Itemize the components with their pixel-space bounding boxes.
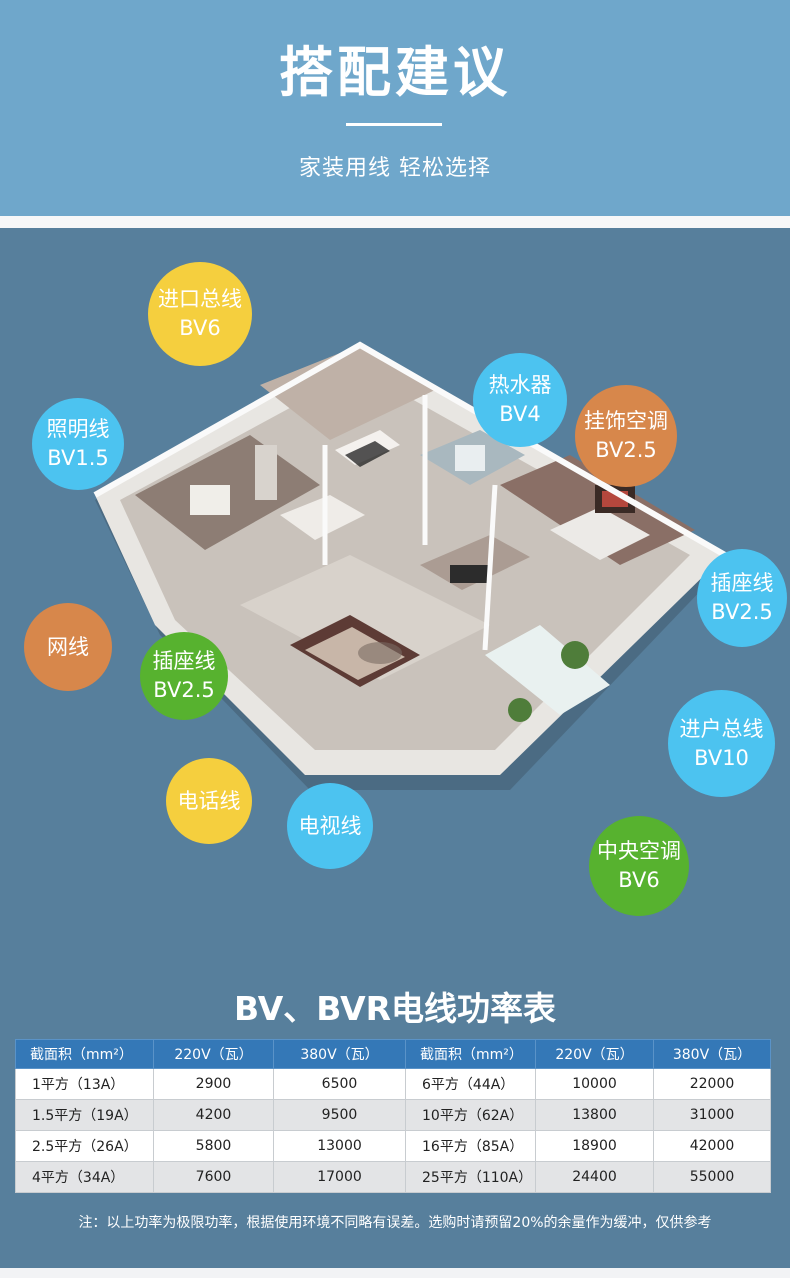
- bubble-household-main-spec: BV10: [694, 745, 749, 770]
- table-header-row: 截面积（mm²） 220V（瓦） 380V（瓦） 截面积（mm²） 220V（瓦…: [15, 1039, 771, 1069]
- bubble-socket-left-spec: BV2.5: [153, 678, 215, 702]
- table-cell: 4平方（34A）: [15, 1161, 154, 1193]
- table-row: 4平方（34A） 7600 17000 25平方（110A） 24400 550…: [15, 1161, 771, 1193]
- table-cell: 18900: [535, 1130, 654, 1162]
- table-cell: 42000: [653, 1130, 771, 1162]
- table-cell: 2900: [153, 1068, 274, 1100]
- bottom-strip: [0, 1268, 790, 1278]
- table-cell: 1平方（13A）: [15, 1068, 154, 1100]
- bubble-entry-main-label: 进口总线: [158, 287, 242, 311]
- table-row: 2.5平方（26A） 5800 13000 16平方（85A） 18900 42…: [15, 1130, 771, 1162]
- table-cell: 17000: [273, 1161, 406, 1193]
- bubble-water-heater: 热水器 BV4: [473, 353, 567, 447]
- table-cell: 2.5平方（26A）: [15, 1130, 154, 1162]
- bubble-socket-right-label: 插座线: [710, 571, 774, 595]
- bubble-central-ac-spec: BV6: [618, 868, 660, 892]
- bubble-network: 网线: [24, 603, 112, 691]
- title-divider: [346, 123, 442, 126]
- bubble-central-ac-label: 中央空调: [597, 839, 681, 863]
- table-cell: 31000: [653, 1099, 771, 1131]
- header-cross-section-2: 截面积（mm²）: [405, 1039, 536, 1069]
- table-cell: 6平方（44A）: [405, 1068, 536, 1100]
- header-380v-2: 380V（瓦）: [653, 1039, 771, 1069]
- table-cell: 16平方（85A）: [405, 1130, 536, 1162]
- bubble-wall-ac-label: 挂饰空调: [584, 409, 668, 433]
- table-cell: 22000: [653, 1068, 771, 1100]
- header-220v-1: 220V（瓦）: [153, 1039, 274, 1069]
- bubble-water-heater-spec: BV4: [499, 402, 541, 426]
- table-cell: 7600: [153, 1161, 274, 1193]
- table-cell: 24400: [535, 1161, 654, 1193]
- table-cell: 10平方（62A）: [405, 1099, 536, 1131]
- bubble-tv: 电视线: [287, 783, 373, 869]
- bubble-lighting-spec: BV1.5: [47, 446, 109, 470]
- table-cell: 4200: [153, 1099, 274, 1131]
- power-table-title: BV、BVR电线功率表: [233, 989, 557, 1028]
- bubble-wall-ac-spec: BV2.5: [595, 438, 657, 462]
- table-cell: 5800: [153, 1130, 274, 1162]
- table-cell: 6500: [273, 1068, 406, 1100]
- bubble-wall-ac: 挂饰空调 BV2.5: [575, 385, 677, 487]
- bubble-household-main: 进户总线 BV10: [668, 690, 775, 797]
- header-380v-1: 380V（瓦）: [273, 1039, 406, 1069]
- table-row: 1.5平方（19A） 4200 9500 10平方（62A） 13800 310…: [15, 1099, 771, 1131]
- section-gap: [0, 216, 790, 228]
- header-220v-2: 220V（瓦）: [535, 1039, 654, 1069]
- table-cell: 1.5平方（19A）: [15, 1099, 154, 1131]
- power-table: 截面积（mm²） 220V（瓦） 380V（瓦） 截面积（mm²） 220V（瓦…: [15, 1039, 771, 1193]
- bubble-phone: 电话线: [166, 758, 252, 844]
- table-cell: 13800: [535, 1099, 654, 1131]
- page-subtitle: 家装用线 轻松选择: [299, 156, 491, 181]
- bubble-lighting-label: 照明线: [46, 417, 110, 441]
- bubble-network-label: 网线: [47, 634, 89, 659]
- table-cell: 10000: [535, 1068, 654, 1100]
- table-row: 1平方（13A） 2900 6500 6平方（44A） 10000 22000: [15, 1068, 771, 1100]
- bubble-socket-left-label: 插座线: [152, 649, 216, 673]
- bubble-socket-right: 插座线 BV2.5: [697, 549, 787, 647]
- table-cell: 55000: [653, 1161, 771, 1193]
- header-banner: 搭配建议 家装用线 轻松选择: [0, 0, 790, 216]
- bubble-lighting: 照明线 BV1.5: [32, 398, 124, 490]
- table-cell: 13000: [273, 1130, 406, 1162]
- bubble-phone-label: 电话线: [177, 788, 241, 813]
- bubble-socket-right-spec: BV2.5: [711, 600, 773, 624]
- bubble-entry-main: 进口总线 BV6: [148, 262, 252, 366]
- page-title: 搭配建议: [279, 41, 511, 104]
- header-cross-section-1: 截面积（mm²）: [15, 1039, 154, 1069]
- bubble-socket-left: 插座线 BV2.5: [140, 632, 228, 720]
- table-cell: 9500: [273, 1099, 406, 1131]
- apartment-illustration: [93, 341, 730, 790]
- bubble-entry-main-spec: BV6: [179, 316, 221, 340]
- table-footnote: 注：以上功率为极限功率，根据使用环境不同略有误差。选购时请预留20%的余量作为缓…: [78, 1215, 712, 1231]
- bubble-tv-label: 电视线: [298, 813, 362, 838]
- bubble-water-heater-label: 热水器: [488, 373, 552, 397]
- table-cell: 25平方（110A）: [405, 1161, 536, 1193]
- bubble-central-ac: 中央空调 BV6: [589, 816, 689, 916]
- bubble-household-main-label: 进户总线: [679, 716, 764, 741]
